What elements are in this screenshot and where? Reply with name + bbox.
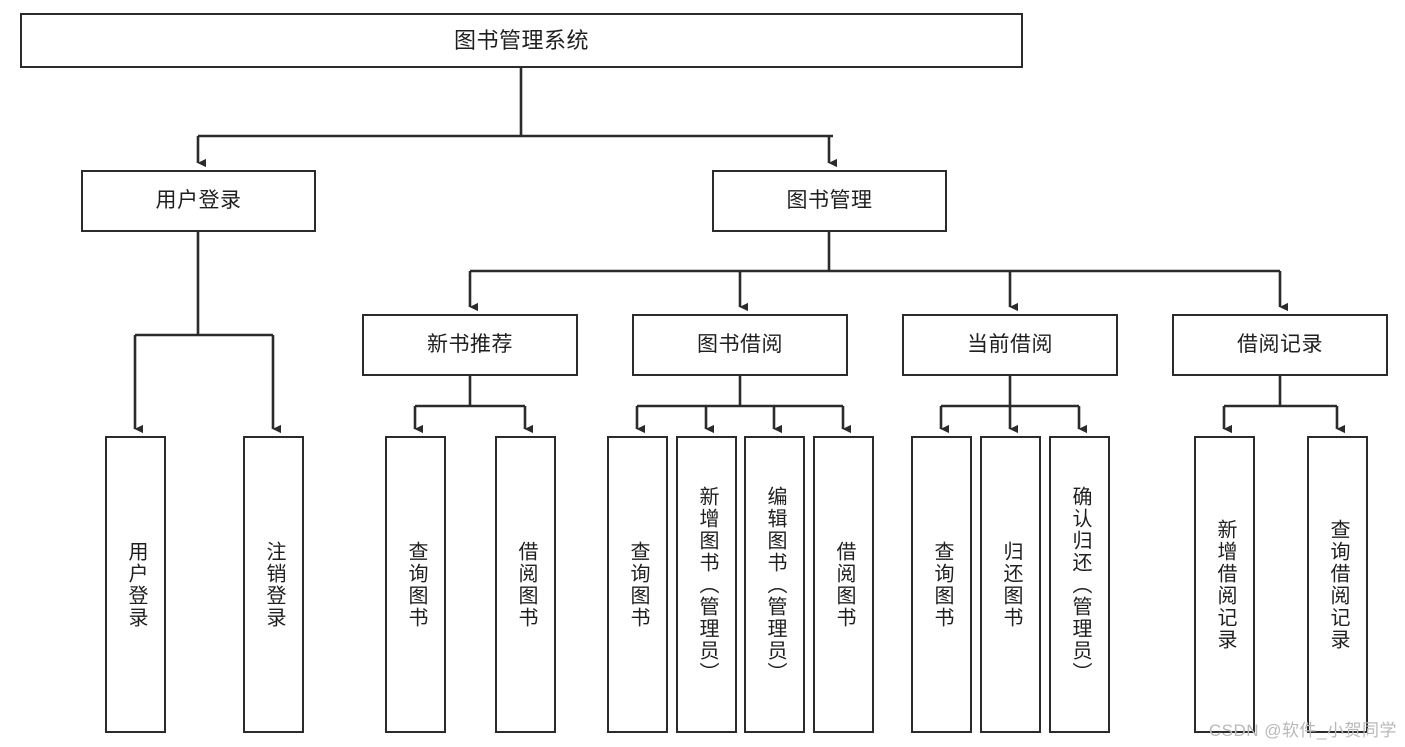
node-label: 借阅记录	[1237, 332, 1323, 356]
node-leaf-user-login[interactable]: 用户登录	[105, 436, 166, 733]
node-leaf-query-book-3[interactable]: 查询图书	[911, 436, 972, 733]
node-label: 编辑图书（管理员）	[764, 485, 786, 684]
node-book-management[interactable]: 图书管理	[712, 170, 947, 232]
node-label: 用户登录	[125, 540, 147, 629]
node-label: 用户登录	[155, 188, 242, 212]
node-book-borrow[interactable]: 图书借阅	[632, 314, 848, 376]
node-label: 借阅图书	[833, 540, 855, 629]
node-label: 查询图书	[931, 540, 953, 629]
node-borrow-record[interactable]: 借阅记录	[1172, 314, 1388, 376]
node-leaf-borrow-book-2[interactable]: 借阅图书	[813, 436, 874, 733]
node-leaf-confirm-return[interactable]: 确认归还（管理员）	[1049, 436, 1110, 733]
node-label: 查询图书	[627, 540, 649, 629]
node-leaf-add-record[interactable]: 新增借阅记录	[1194, 436, 1255, 733]
node-leaf-return-book[interactable]: 归还图书	[980, 436, 1041, 733]
node-leaf-query-book-1[interactable]: 查询图书	[385, 436, 446, 733]
node-label: 确认归还（管理员）	[1069, 485, 1091, 684]
watermark: CSDN @软件_小贺同学	[1208, 721, 1397, 740]
node-label: 借阅图书	[515, 540, 537, 629]
node-label: 查询借阅记录	[1327, 518, 1349, 651]
node-label: 图书管理系统	[453, 27, 589, 53]
node-leaf-logout[interactable]: 注销登录	[243, 436, 304, 733]
node-leaf-query-book-2[interactable]: 查询图书	[607, 436, 668, 733]
node-label: 新书推荐	[427, 332, 513, 356]
node-label: 查询图书	[405, 540, 427, 629]
node-label: 归还图书	[1000, 540, 1022, 629]
node-new-book-recommend[interactable]: 新书推荐	[362, 314, 578, 376]
node-label: 图书借阅	[697, 332, 783, 356]
node-current-borrow[interactable]: 当前借阅	[902, 314, 1118, 376]
node-label: 图书管理	[786, 188, 873, 212]
node-leaf-edit-book[interactable]: 编辑图书（管理员）	[744, 436, 805, 733]
node-label: 当前借阅	[967, 332, 1053, 356]
node-leaf-add-book[interactable]: 新增图书（管理员）	[676, 436, 737, 733]
node-leaf-borrow-book-1[interactable]: 借阅图书	[495, 436, 556, 733]
node-book-management-system[interactable]: 图书管理系统	[20, 13, 1023, 68]
node-leaf-query-record[interactable]: 查询借阅记录	[1307, 436, 1368, 733]
node-label: 新增借阅记录	[1214, 518, 1236, 651]
node-label: 新增图书（管理员）	[696, 485, 718, 684]
node-user-login[interactable]: 用户登录	[81, 170, 316, 232]
node-label: 注销登录	[263, 540, 285, 629]
